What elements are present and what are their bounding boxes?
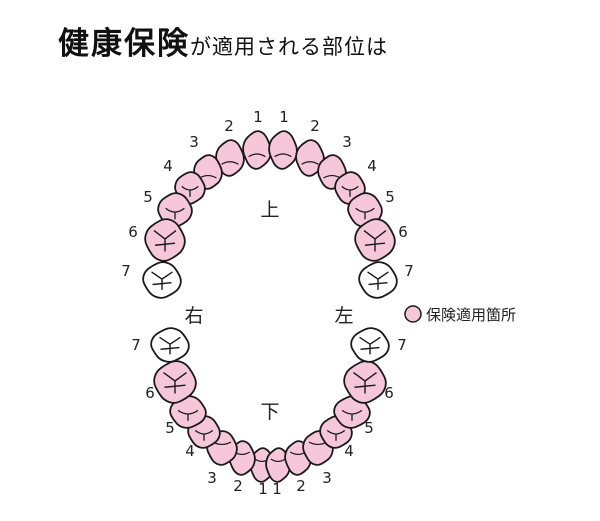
- tooth-fissure: [248, 153, 266, 158]
- tooth-number-upper-right-5: 5: [143, 188, 153, 206]
- tooth-number-lower-right-1: 1: [258, 480, 268, 498]
- tooth-crown: [169, 395, 207, 429]
- tooth-fissure: [363, 229, 387, 252]
- tooth-number-upper-right-3: 3: [189, 133, 199, 151]
- tooth-lower-right-5: [169, 395, 207, 429]
- tooth-crown: [295, 139, 325, 177]
- tooth-fissure: [153, 229, 177, 252]
- tooth-number-lower-left-4: 4: [344, 442, 354, 460]
- tooth-number-upper-right-1: 1: [253, 108, 263, 126]
- tooth-fissure: [163, 371, 187, 394]
- tooth-upper-right-2: [215, 139, 245, 177]
- tooth-number-lower-right-6: 6: [145, 384, 155, 402]
- tooth-number-lower-left-5: 5: [364, 419, 374, 437]
- tooth-number-upper-left-5: 5: [385, 188, 395, 206]
- tooth-number-upper-right-2: 2: [224, 117, 234, 135]
- tooth-number-upper-left-4: 4: [367, 157, 377, 175]
- tooth-fissure: [341, 409, 363, 415]
- tooth-fissure: [270, 458, 286, 463]
- lower-jaw-label: 下: [260, 401, 279, 423]
- left-side-label: 左: [334, 305, 353, 327]
- tooth-fissure: [194, 429, 214, 435]
- tooth-number-upper-right-4: 4: [163, 157, 173, 175]
- page-title: 健康保険が適用される部位は: [58, 18, 388, 63]
- tooth-fissure: [367, 271, 389, 290]
- tooth-crown: [242, 130, 272, 170]
- tooth-fissure: [151, 271, 173, 290]
- tooth-number-upper-left-1: 1: [279, 108, 289, 126]
- tooth-fissure: [326, 429, 346, 435]
- teeth-layer: [142, 130, 398, 483]
- tooth-fissure: [341, 185, 359, 191]
- tooth-upper-left-6: [354, 218, 396, 262]
- tooth-lower-left-7: [350, 327, 390, 363]
- tooth-number-upper-left-6: 6: [398, 223, 408, 241]
- tooth-fissure: [359, 336, 381, 355]
- tooth-upper-right-1: [242, 130, 272, 170]
- tooth-lower-right-7: [150, 327, 190, 363]
- tooth-upper-right-7: [142, 261, 182, 299]
- tooth-upper-right-6: [144, 218, 186, 262]
- tooth-number-lower-left-1: 1: [272, 480, 282, 498]
- tooth-number-lower-right-2: 2: [233, 477, 243, 495]
- right-side-label: 右: [184, 305, 203, 327]
- tooth-lower-left-6: [343, 360, 387, 404]
- tooth-crown: [268, 130, 298, 170]
- tooth-fissure: [274, 153, 292, 158]
- tooth-lower-right-6: [153, 360, 197, 404]
- tooth-fissure: [159, 336, 181, 355]
- tooth-fissure: [165, 207, 185, 213]
- tooth-fissure: [177, 409, 199, 415]
- tooth-fissure: [353, 371, 377, 394]
- title-sub: が適用される部位は: [190, 35, 388, 59]
- tooth-number-lower-right-4: 4: [185, 442, 195, 460]
- tooth-number-lower-right-5: 5: [165, 419, 175, 437]
- title-main: 健康保険: [58, 26, 190, 62]
- tooth-number-upper-right-7: 7: [121, 262, 131, 280]
- legend-swatch: [404, 305, 422, 323]
- tooth-number-upper-left-3: 3: [342, 133, 352, 151]
- tooth-number-lower-left-6: 6: [384, 384, 394, 402]
- upper-jaw-label: 上: [260, 199, 279, 221]
- tooth-fissure: [181, 185, 199, 191]
- legend: 保険適用箇所: [404, 305, 516, 324]
- tooth-upper-left-1: [268, 130, 298, 170]
- tooth-number-lower-left-3: 3: [322, 469, 332, 487]
- tooth-fissure: [301, 161, 319, 165]
- tooth-crown: [215, 139, 245, 177]
- tooth-upper-left-7: [358, 261, 398, 299]
- tooth-number-upper-left-2: 2: [310, 117, 320, 135]
- tooth-number-lower-left-2: 2: [296, 477, 306, 495]
- tooth-number-lower-left-7: 7: [397, 336, 407, 354]
- tooth-fissure: [355, 207, 375, 213]
- tooth-upper-left-2: [295, 139, 325, 177]
- legend-label: 保険適用箇所: [426, 306, 516, 324]
- tooth-number-lower-right-3: 3: [207, 469, 217, 487]
- tooth-number-upper-left-7: 7: [404, 262, 414, 280]
- tooth-number-lower-right-7: 7: [131, 336, 141, 354]
- tooth-fissure: [221, 161, 239, 165]
- tooth-number-upper-right-6: 6: [128, 223, 138, 241]
